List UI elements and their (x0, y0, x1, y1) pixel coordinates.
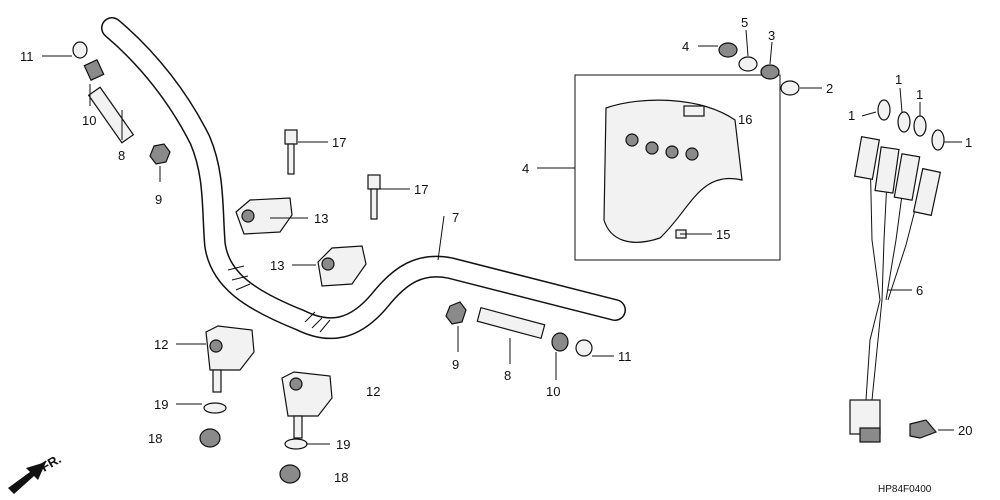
callout-1: 1 (895, 72, 902, 87)
callout-3: 3 (768, 28, 775, 43)
callout-17: 17 (414, 182, 428, 197)
callout-11: 11 (618, 349, 632, 364)
callout-1: 1 (916, 87, 923, 102)
callout-8: 8 (504, 368, 511, 383)
meter-panel-box (574, 74, 781, 261)
callout-1: 1 (965, 135, 972, 150)
front-direction-arrow: FR. (8, 451, 64, 494)
upper-holder-a (235, 129, 298, 235)
callout-20: 20 (958, 423, 972, 438)
callout-4: 4 (682, 39, 689, 54)
callout-6: 6 (916, 283, 923, 298)
callout-17: 17 (332, 135, 346, 150)
upper-holder-b (317, 174, 381, 287)
callout-14: 4 (522, 161, 529, 176)
bar-end-weight-right (445, 301, 593, 357)
wire-harness (849, 136, 942, 443)
callout-numbers: 11 10 8 9 17 17 13 13 7 12 12 19 18 19 1… (20, 15, 972, 485)
callout-19: 19 (154, 397, 168, 412)
callout-12: 12 (154, 337, 168, 352)
callout-18: 18 (148, 431, 162, 446)
callout-lines (42, 29, 962, 445)
callout-10: 10 (82, 113, 96, 128)
callout-5: 5 (741, 15, 748, 30)
lower-holder-b (279, 371, 333, 484)
callout-13: 13 (314, 211, 328, 226)
lower-holder-a (199, 325, 255, 448)
callout-9: 9 (452, 357, 459, 372)
callout-12: 12 (366, 384, 380, 399)
diagram-code: HP84F0400 (878, 484, 932, 495)
callout-18: 18 (334, 470, 348, 485)
grommet-set (718, 42, 800, 96)
callout-8: 8 (118, 148, 125, 163)
handlebar (101, 17, 626, 340)
bulb-set (877, 99, 945, 151)
callout-19: 19 (336, 437, 350, 452)
clip (909, 419, 938, 439)
callout-13: 13 (270, 258, 284, 273)
callout-11: 11 (20, 49, 34, 64)
callout-15: 15 (716, 227, 730, 242)
callout-10: 10 (546, 384, 560, 399)
callout-1: 1 (848, 108, 855, 123)
callout-7: 7 (452, 210, 459, 225)
callout-2: 2 (826, 81, 833, 96)
callout-16: 16 (738, 112, 752, 127)
callout-9: 9 (155, 192, 162, 207)
